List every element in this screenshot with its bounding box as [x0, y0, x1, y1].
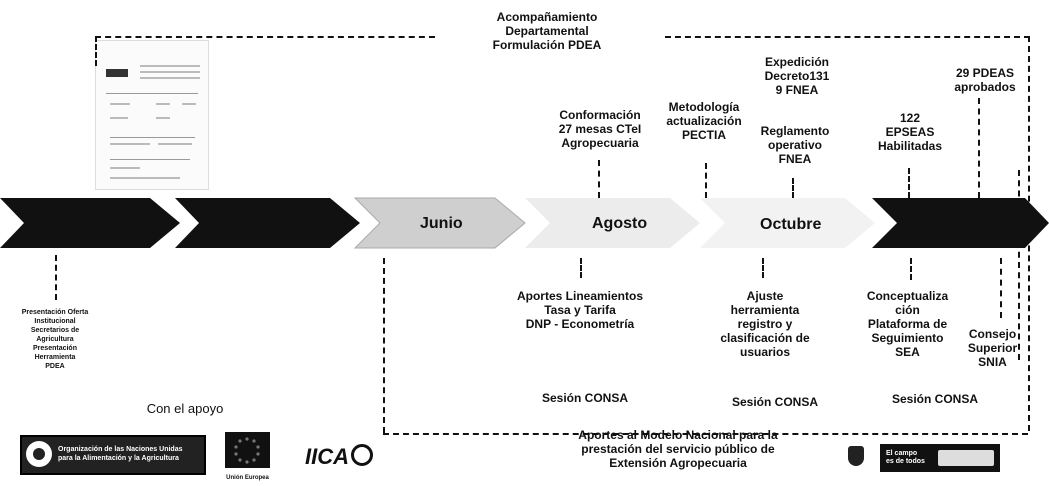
concep-dash — [910, 258, 912, 280]
top-left-dash — [95, 36, 435, 38]
arrow-1 — [0, 198, 180, 248]
met-dash — [705, 163, 707, 198]
consejo-dash — [1000, 258, 1002, 318]
sesion-consa-3: Sesión CONSA — [891, 392, 978, 406]
conf-dash — [598, 160, 600, 198]
bottom-dash — [383, 433, 1028, 435]
top-right-dash — [665, 36, 1030, 38]
month-agosto: Agosto — [592, 215, 648, 232]
arrow-final — [872, 198, 1049, 248]
right-vert-1 — [1028, 36, 1030, 431]
con-apoyo-label: Con el apoyo — [146, 401, 224, 416]
sesion-consa-2: Sesión CONSA — [731, 395, 818, 409]
pdeas-dash — [978, 98, 980, 198]
iica-logo: IICA — [305, 444, 373, 470]
junio-down-dash — [383, 258, 385, 433]
month-octubre: Octubre — [760, 216, 822, 233]
aportes-dash — [580, 258, 582, 278]
arrow-2 — [175, 198, 360, 248]
eu-label: Unión Europea — [226, 475, 269, 481]
pres-dash — [55, 255, 57, 300]
arrow-junio — [353, 197, 526, 249]
sesion-consa-1: Sesión CONSA — [541, 391, 628, 405]
globe-icon — [351, 444, 373, 466]
top-left-vert — [95, 36, 97, 66]
reg-dash — [792, 178, 794, 198]
arrow-octubre — [700, 198, 875, 248]
arrow-agosto — [525, 198, 700, 248]
ajuste-dash — [762, 258, 764, 278]
document-thumbnail — [95, 40, 209, 190]
eu-logo — [225, 432, 270, 468]
month-junio: Junio — [420, 215, 463, 232]
colombia-shield-icon — [848, 446, 864, 466]
right-vert-2 — [1018, 170, 1020, 360]
epseas-dash — [908, 168, 910, 198]
